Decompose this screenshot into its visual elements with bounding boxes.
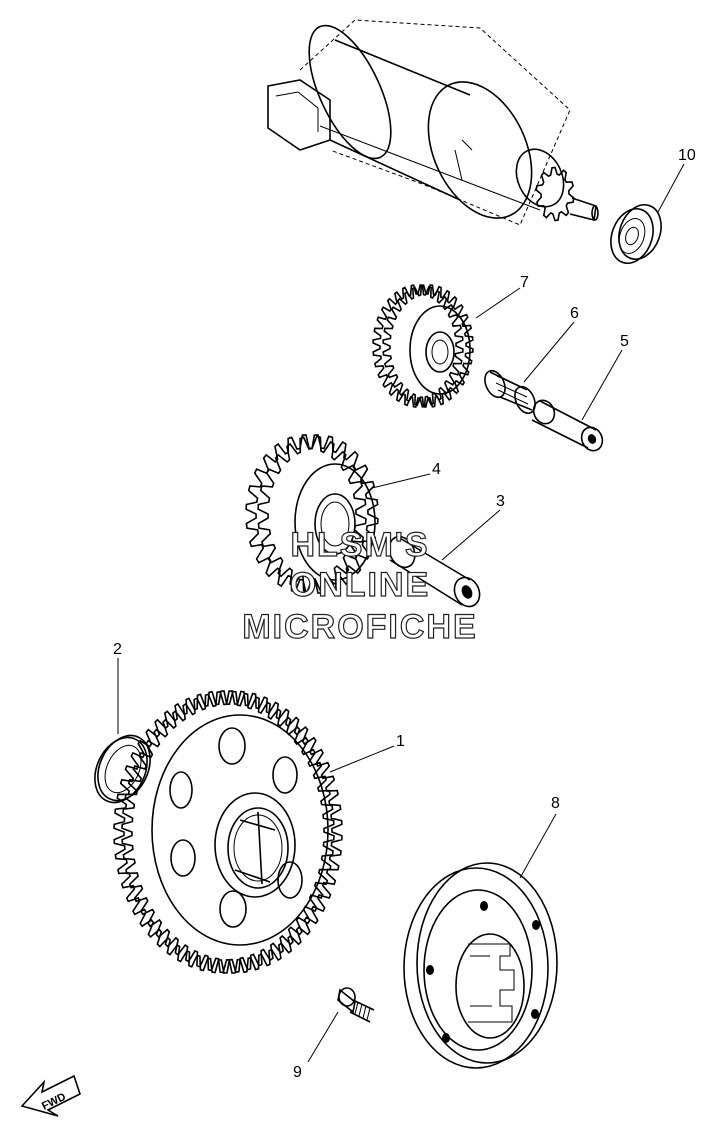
callout-4: 4	[432, 461, 441, 478]
watermark: HLSM'S ONLINE MICROFICHE	[242, 525, 477, 646]
callout-3: 3	[496, 493, 505, 510]
watermark-line-2: ONLINE	[290, 566, 430, 604]
callout-10: 10	[678, 147, 696, 164]
pinion-teeth	[535, 166, 575, 222]
part-5-shaft	[531, 399, 604, 452]
watermark-line-1: HLSM'S	[290, 526, 429, 564]
part-9-bolt	[337, 987, 375, 1023]
part-6-needle-bearing	[484, 369, 536, 415]
gear7-teeth	[382, 284, 474, 408]
part-1-driven-gear	[113, 690, 343, 974]
watermark-line-3: MICROFICHE	[242, 608, 477, 646]
starter-pinion-gear	[535, 166, 575, 222]
part-4-double-gear	[245, 434, 379, 594]
fwd-label: FWD	[40, 1091, 68, 1113]
gear1-teeth	[113, 690, 335, 974]
gear7-teeth	[372, 284, 464, 408]
gear1-teeth	[121, 690, 343, 974]
callout-2: 2	[113, 641, 122, 658]
callout-6: 6	[570, 305, 579, 322]
leader-lines	[117, 163, 685, 1063]
callout-5: 5	[620, 333, 629, 350]
part-2-washer	[94, 734, 151, 804]
part-7-idler-gear	[372, 284, 474, 408]
part-10-bearing	[610, 204, 662, 264]
callout-7: 7	[520, 274, 529, 291]
callouts: 10 7 6 5 4 3 2 1 8 9	[113, 147, 696, 1081]
callout-8: 8	[551, 795, 560, 812]
callout-9: 9	[293, 1064, 302, 1081]
gear4-teeth	[257, 434, 379, 594]
part-3-shaft	[388, 535, 481, 608]
starter-motor	[267, 19, 599, 226]
callout-1: 1	[396, 733, 405, 750]
part-8-oneway-clutch	[403, 862, 558, 1069]
forward-direction-arrow: FWD	[20, 1074, 81, 1117]
